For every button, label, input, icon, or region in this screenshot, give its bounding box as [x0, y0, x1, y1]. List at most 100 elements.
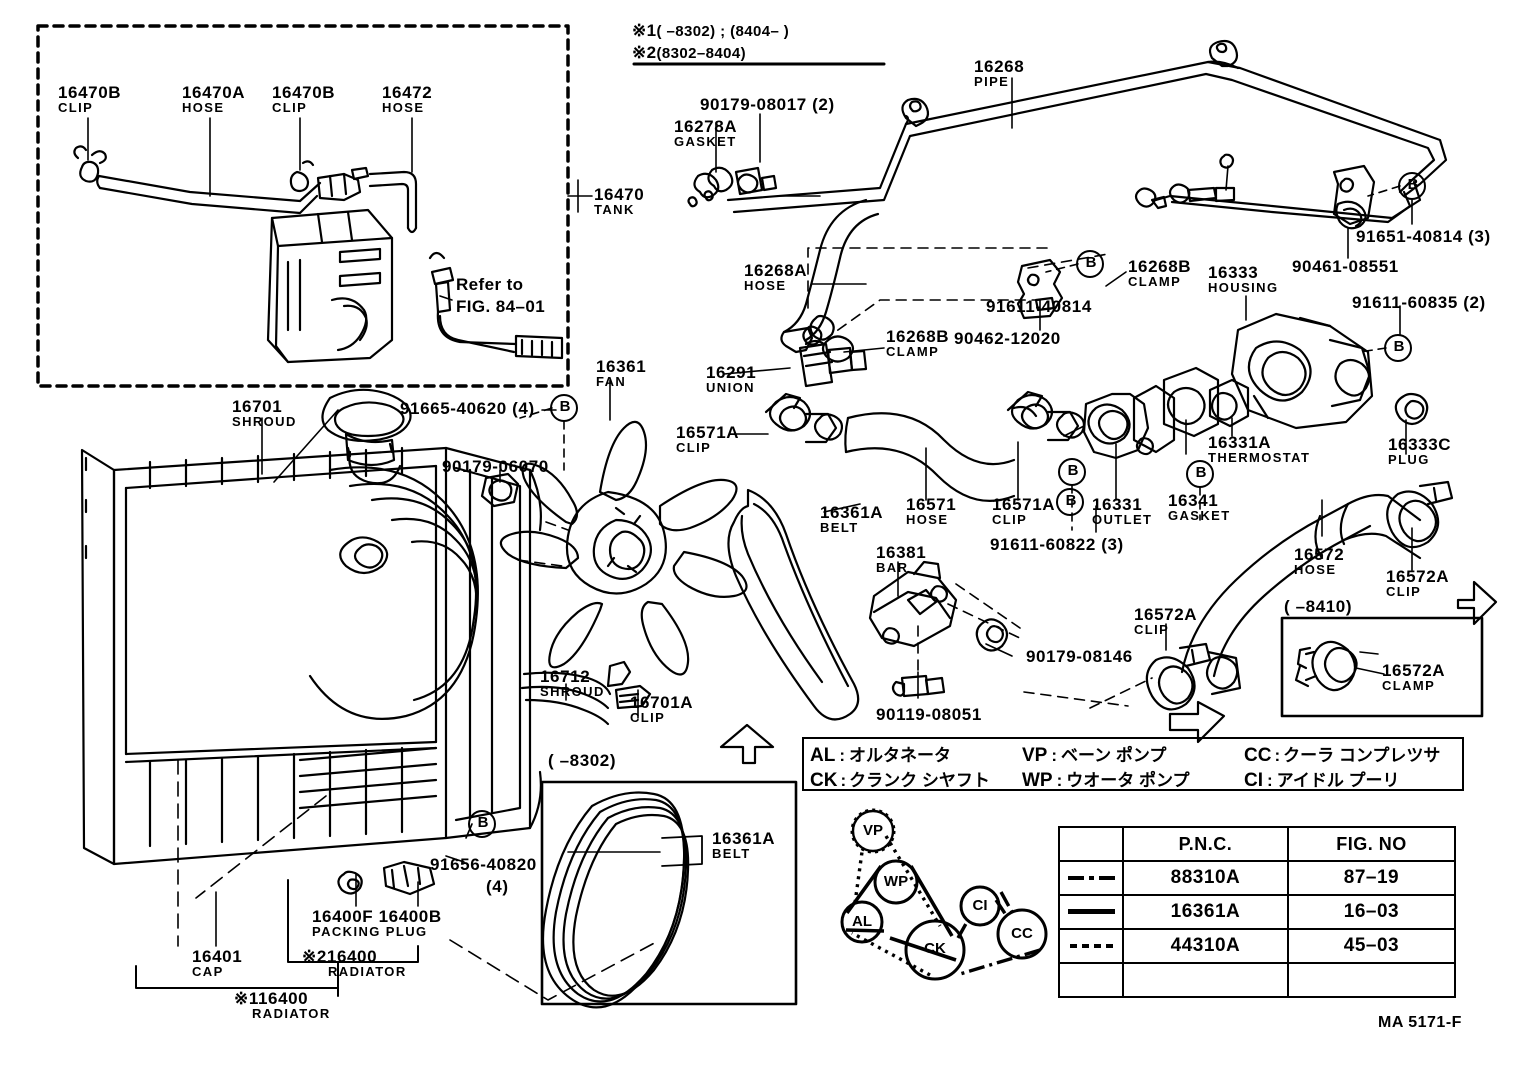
pnc-header-fig: FIG. NO [1286, 826, 1457, 862]
callout-91656-qty: (4) [486, 877, 509, 896]
legend-CC: CC : クーラ コンプレツサ [1244, 744, 1441, 766]
note-line-2: ※2(8302–8404) [632, 43, 746, 62]
pnc-key-dashdot [1058, 860, 1124, 896]
pnc-value-44310A: 44310A [1122, 928, 1289, 964]
legend-WP: WP : ウオータ ポンプ [1022, 769, 1190, 791]
legend-row-2: CK : クランク シヤフト WP : ウオータ ポンプ CI : アイドル プ… [810, 766, 1456, 791]
callout-90119-08051: 90119-08051 [876, 705, 982, 724]
pulley-CK: CK [924, 940, 946, 957]
legend-AL: AL : オルタネータ [810, 744, 951, 766]
pnc-row-empty [1058, 962, 1457, 998]
pulley-AL: AL [852, 913, 872, 930]
balloon-b-2: B [477, 814, 489, 831]
legend-CK: CK : クランク シヤフト [810, 769, 990, 791]
pnc-value-empty [1122, 962, 1289, 998]
pnc-header-pnc: P.N.C. [1122, 826, 1289, 862]
balloon-b-3: B [1085, 254, 1097, 271]
callout-91656-40820: 91656-40820 [430, 855, 537, 874]
callout-91611-60835: 91611-60835 (2) [1352, 293, 1486, 312]
line-style-dotted-icon [1069, 943, 1113, 948]
line-style-solid-icon [1067, 909, 1115, 915]
pnc-row-88310A: 88310A 87–19 [1058, 860, 1457, 896]
callout-91651-40814: 91651-40814 (3) [1356, 227, 1491, 246]
note-line-1: ※1( –8302) ; (8404– ) [632, 21, 790, 40]
callout-90179-06070: 90179-06070 [442, 457, 549, 476]
callout-91611-40814: 91611-40814 [986, 297, 1092, 316]
callout-91665-40620: 91665-40620 (4) [400, 399, 535, 418]
callout-90179-08017: 90179-08017 (2) [700, 95, 835, 114]
pnc-fig-16-03: 16–03 [1286, 894, 1457, 930]
callout-90461-08551: 90461-08551 [1292, 257, 1399, 276]
refer-to-line1: Refer to [456, 275, 524, 294]
pulley-WP: WP [883, 873, 909, 890]
balloon-b-5: B [1393, 338, 1405, 355]
pnc-key-dotted [1058, 928, 1124, 964]
callout-90179-08146: 90179-08146 [1026, 647, 1133, 666]
pulley-CI: CI [972, 897, 988, 914]
pnc-table: P.N.C. FIG. NO 88310A 87–19 16361A 16–03 [1058, 826, 1457, 998]
legend-VP: VP : ベーン ポンプ [1022, 744, 1167, 766]
callout-90462-12020: 90462-12020 [954, 329, 1061, 348]
clamp-inset-caption: ( –8410) [1284, 597, 1353, 616]
pulley-VP: VP [862, 822, 883, 839]
balloon-b-4: B [1407, 176, 1419, 193]
shroud-inset-caption: ( –8302) [548, 751, 617, 770]
legend-CI: CI : アイドル プーリ [1244, 769, 1400, 791]
balloon-b-7: B [1195, 464, 1207, 481]
pnc-header-row: P.N.C. FIG. NO [1058, 826, 1457, 862]
refer-to-line2: FIG. 84–01 [456, 297, 546, 316]
balloon-b-6: B [1067, 462, 1079, 479]
tank-inset-border [36, 24, 570, 388]
pnc-header-key [1058, 826, 1124, 862]
line-style-dashdot-icon [1067, 875, 1115, 880]
pnc-value-16361A: 16361A [1122, 894, 1289, 930]
pnc-fig-empty [1286, 962, 1457, 998]
balloon-b-8: B [1065, 492, 1077, 509]
pnc-value-88310A: 88310A [1122, 860, 1289, 896]
pnc-fig-87-19: 87–19 [1286, 860, 1457, 896]
pnc-fig-45-03: 45–03 [1286, 928, 1457, 964]
pnc-key-empty [1058, 962, 1124, 998]
callout-91611-60822: 91611-60822 (3) [990, 535, 1124, 554]
drawing-number: MA 5171-F [1378, 1014, 1462, 1031]
pnc-row-44310A: 44310A 45–03 [1058, 928, 1457, 964]
pnc-row-16361A: 16361A 16–03 [1058, 894, 1457, 930]
pulley-CC: CC [1011, 925, 1033, 942]
legend-row-1: AL : オルタネータ VP : ベーン ポンプ CC : クーラ コンプレツサ [810, 741, 1456, 766]
